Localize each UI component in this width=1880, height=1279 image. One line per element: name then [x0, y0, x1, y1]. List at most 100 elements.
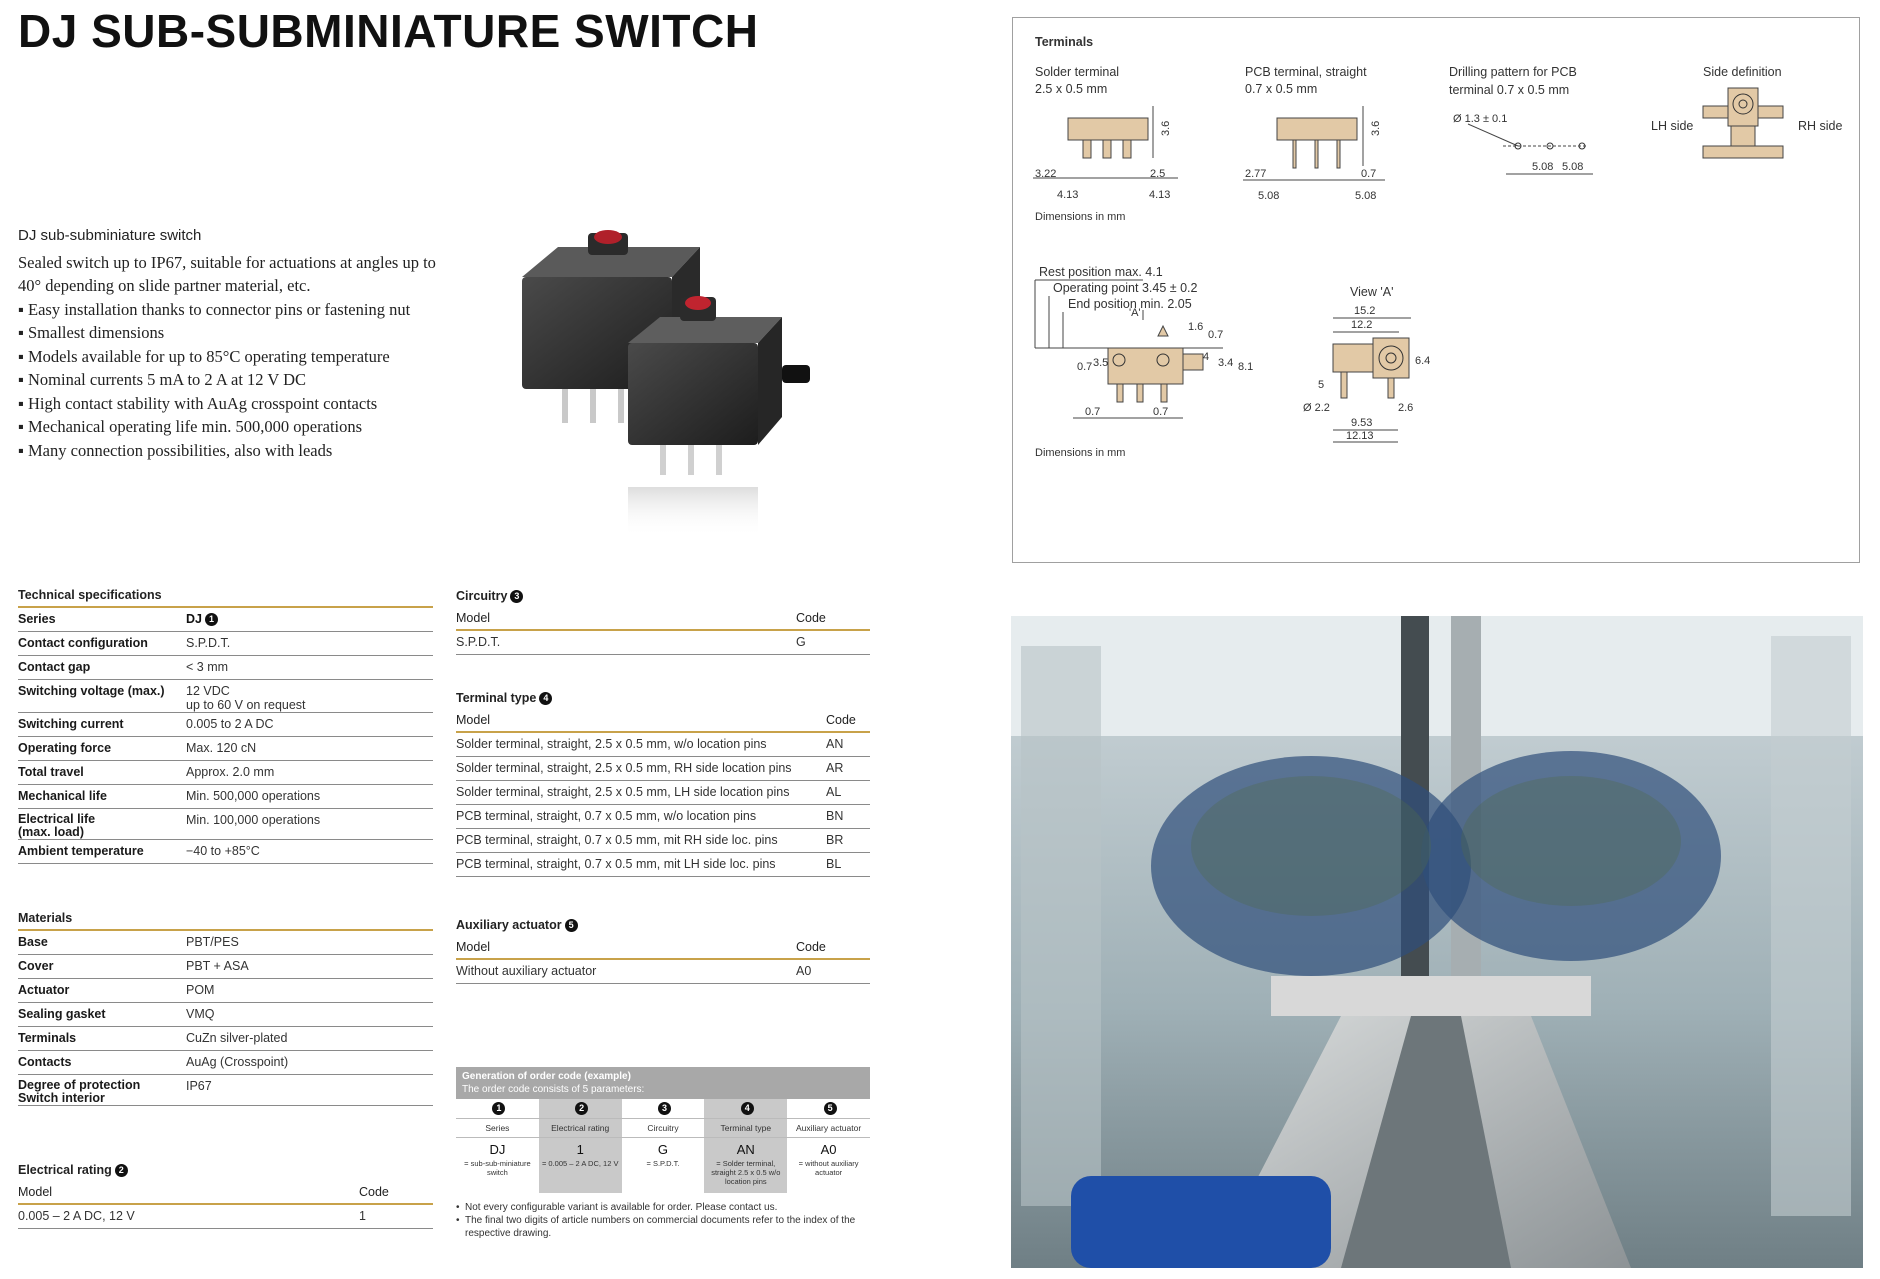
spec-row: Contact gap< 3 mm — [18, 656, 433, 680]
spec-value: CuZn silver-plated — [186, 1031, 288, 1045]
spec-value: Min. 500,000 operations — [186, 789, 321, 803]
svg-text:5.08: 5.08 — [1258, 190, 1279, 202]
svg-text:Operating point 3.45 ± 0.2: Operating point 3.45 ± 0.2 — [1053, 281, 1198, 295]
spec-key: Base — [18, 935, 48, 949]
side-definition-drawing — [1702, 87, 1784, 159]
spec-value: VMQ — [186, 1007, 215, 1021]
bullet-icon: ▪ — [18, 440, 24, 460]
svg-text:5: 5 — [1318, 379, 1324, 391]
svg-text:4: 4 — [1203, 351, 1209, 363]
pcb-terminal-drawing — [1243, 106, 1385, 181]
feature-bullet: ▪Easy installation thanks to connector p… — [18, 298, 438, 322]
bullet-icon: ▪ — [18, 370, 24, 389]
table-row: Solder terminal, straight, 2.5 x 0.5 mm,… — [456, 733, 870, 757]
feature-bullet: ▪Smallest dimensions — [18, 321, 438, 345]
order-note: •The final two digits of article numbers… — [456, 1215, 856, 1239]
bullet-icon: ▪ — [18, 346, 24, 366]
feature-bullet: ▪Nominal currents 5 mA to 2 A at 12 V DC — [18, 368, 438, 392]
svg-text:Ø 1.3 ± 0.1: Ø 1.3 ± 0.1 — [1453, 113, 1507, 125]
dims-note-2: Dimensions in mm — [1035, 447, 1125, 459]
spec-key: Contact configuration — [18, 636, 148, 650]
spec-value: Approx. 2.0 mm — [186, 765, 275, 779]
spec-key: Actuator — [18, 983, 70, 997]
order-note: •Not every configurable variant is avail… — [456, 1202, 778, 1213]
spec-row: Ambient temperature −40 to +85°C — [18, 840, 433, 864]
pcb-sub: 0.7 x 0.5 mm — [1245, 82, 1317, 96]
spec-value: POM — [186, 983, 215, 997]
svg-text:2.5: 2.5 — [1150, 168, 1165, 180]
spec-key: Switching current — [18, 717, 124, 731]
bullet-icon: ▪ — [18, 417, 24, 436]
terminals-drawing-panel: Terminals Solder terminal 2.5 x 0.5 mm 3… — [1012, 17, 1860, 563]
svg-text:2.77: 2.77 — [1245, 168, 1266, 180]
spec-row: Electrical life(max. load)Min. 100,000 o… — [18, 809, 433, 840]
table-row: Solder terminal, straight, 2.5 x 0.5 mm,… — [456, 757, 870, 781]
svg-text:15.2: 15.2 — [1354, 305, 1375, 317]
svg-text:3.5: 3.5 — [1093, 357, 1108, 369]
svg-text:3.6: 3.6 — [1160, 121, 1172, 136]
spec-key: Series — [18, 612, 56, 626]
svg-text:5.08: 5.08 — [1355, 190, 1376, 202]
spec-value: PBT + ASA — [186, 959, 249, 973]
feature-list: ▪Easy installation thanks to connector p… — [18, 298, 438, 463]
svg-text:5.08: 5.08 — [1532, 161, 1553, 173]
table-row: PCB terminal, straight, 0.7 x 0.5 mm, mi… — [456, 829, 870, 853]
svg-text:Ø 2.2: Ø 2.2 — [1303, 402, 1330, 414]
svg-text:3.6: 3.6 — [1370, 121, 1382, 136]
table-row: S.P.D.T.G — [456, 631, 870, 655]
intro-heading: DJ sub-subminiature switch — [18, 227, 202, 244]
number-badge: 1 — [204, 613, 218, 626]
intro-text: DJ sub-subminiature switch Sealed switch… — [18, 224, 438, 462]
feature-bullet: ▪Models available for up to 85°C operati… — [18, 345, 438, 369]
drill-title: Drilling pattern for PCB — [1449, 65, 1577, 79]
spec-key: Ambient temperature — [18, 844, 144, 858]
svg-text:Rest position max. 4.1: Rest position max. 4.1 — [1039, 265, 1163, 279]
svg-text:2.6: 2.6 — [1398, 402, 1413, 414]
spec-key: Terminals — [18, 1031, 77, 1045]
svg-text:'A': 'A' — [1129, 307, 1141, 319]
solder-sub: 2.5 x 0.5 mm — [1035, 82, 1107, 96]
order-code-box: Generation of order code (example) The o… — [456, 1067, 870, 1240]
side-def-title: Side definition — [1703, 65, 1782, 79]
svg-text:End position min. 2.05: End position min. 2.05 — [1068, 297, 1192, 311]
spec-row: Base PBT/PES — [18, 931, 433, 955]
svg-text:View 'A': View 'A' — [1350, 285, 1393, 299]
svg-text:0.7: 0.7 — [1085, 406, 1100, 418]
svg-text:3.22: 3.22 — [1035, 168, 1056, 180]
bullet-icon: ▪ — [18, 323, 24, 342]
materials-heading: Materials — [18, 911, 433, 931]
spec-value: −40 to +85°C — [186, 844, 260, 858]
svg-text:1.6: 1.6 — [1188, 321, 1203, 333]
feature-bullet: ▪Many connection possibilities, also wit… — [18, 439, 438, 463]
intro-paragraph: Sealed switch up to IP67, suitable for a… — [18, 252, 436, 296]
spec-value: Max. 120 cN — [186, 741, 257, 755]
table-row: PCB terminal, straight, 0.7 x 0.5 mm, w/… — [456, 805, 870, 829]
side-view-drawing — [1034, 279, 1223, 419]
feature-bullet: ▪Mechanical operating life min. 500,000 … — [18, 415, 438, 439]
order-code-notes: •Not every configurable variant is avail… — [456, 1201, 870, 1240]
spec-value: PBT/PES — [186, 935, 239, 949]
svg-text:0.7: 0.7 — [1208, 329, 1223, 341]
